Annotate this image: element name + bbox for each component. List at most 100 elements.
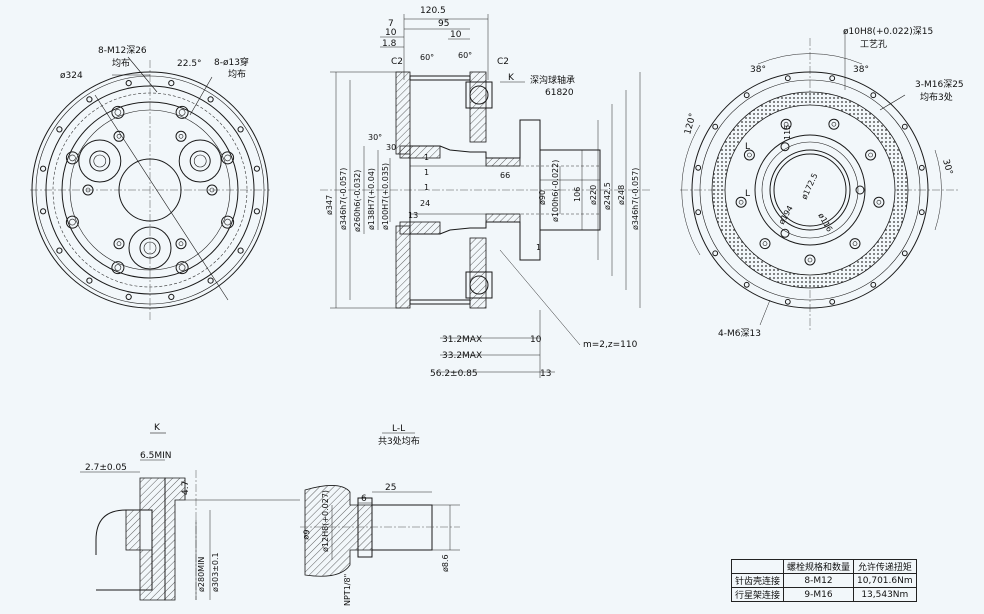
table-row: 行星架连接 9-M16 13,543Nm [730,587,917,602]
dim-66: 66 [500,171,510,180]
carrier-hole [82,184,94,196]
bolt-hole-m12-inner [224,218,231,226]
outer-flange-circle [31,71,269,309]
dim-10-a: 10 [385,28,397,38]
carrier-hole-inner [85,187,91,193]
dim-115: 115 [783,125,792,140]
angle-60-right: 60° [458,51,472,60]
dim-2-7: 2.7±0.05 [85,463,127,473]
rear-m16-hole-inner [783,121,789,127]
pin-hole-label: ø10H8(+0.022)深15 [843,26,933,37]
rear-m16-hole-inner [852,241,858,246]
m16-note: 均布3处 [920,91,953,103]
dim-1-right: 1 [536,243,541,252]
angle-30: 30° [368,133,382,142]
carrier-hole-inner [116,241,122,246]
carrier-hole [113,130,125,142]
bolt-hole [237,126,244,133]
bolt-hole [253,165,260,172]
rear-bolt-hole [695,164,702,171]
rear-bolt-hole [695,209,702,216]
bolt-hole-m12 [175,105,189,119]
bolt-spec-table: 螺栓规格和数量 允许传递扭矩 针齿壳连接 8-M12 10,701.6Nm 行星… [730,559,917,602]
rear-m16-hole [743,149,755,161]
planet-gear [178,139,222,183]
dia-248: ø248 [617,185,626,205]
rear-bolt-hole [901,250,908,257]
outer-dia-label: ø324 [60,71,83,81]
bolt-hole-m12-inner [178,109,186,116]
bolt-hole [56,126,63,133]
rear-pin-hole [780,142,790,152]
bolt-hole-m12 [221,215,235,229]
dim-56-2: 56.2±0.85 [430,369,478,379]
rear-bolt-hole [870,281,877,288]
bolt-hole-m12 [111,105,125,119]
detail-l-l: L-L 共3处均布 25 6 ø9 ø12H8(+0.027) NPT1/8" … [300,424,460,606]
table-cell: 8-M12 [783,573,855,588]
bolt-hole-m12-inner [69,154,76,162]
m6-label: 4-M6深13 [718,328,761,339]
dim-31-2: 31.2MAX [442,335,482,345]
dim-25: 25 [385,483,396,493]
bolt-hole [86,96,93,103]
detail-l-title: L-L [392,424,405,434]
rear-m16-hole [849,238,861,250]
table-cell: 行星架连接 [730,587,785,602]
section-mark-l1: L [745,142,750,152]
bearing-model: 61820 [545,88,574,98]
holes-13-note: 均布 [228,68,246,80]
bolt-hole-m12 [111,261,125,275]
bolt-hole [56,247,63,254]
dia-280: ø280MIN [197,557,206,592]
bolts-m12-note: 均布 [112,57,130,69]
table-header [730,559,785,574]
m16-label: 3-M16深25 [915,79,964,90]
angle-30-rear: 30° [940,158,954,176]
bolt-hole [40,165,47,172]
dia-12h8: ø12H8(+0.027) [321,490,330,552]
planet-bore [189,150,211,172]
dia-242-5: ø242.5 [603,182,612,210]
chamfer-left: C2 [391,57,403,67]
dim-95: 95 [438,19,449,29]
carrier-hole [175,130,187,142]
planet-gears [78,130,222,270]
bolt-hole-m12-inner [114,109,122,116]
outer-bolt-holes [40,80,260,300]
rear-m16-hole [804,254,816,266]
bolt-hole [237,247,244,254]
gear-note: m=2,z=110 [583,340,638,350]
rear-m16-hole [828,118,840,130]
carrier-hole [113,238,125,250]
rear-bolt-hole [829,298,836,305]
rear-m16-hole-inner [738,199,744,205]
table-cell: 13,543Nm [853,587,917,602]
dia-90: ø90 [538,190,547,205]
carrier-hole [206,184,218,196]
bolt-hole-m12-inner [178,264,186,271]
section-mark-k: K [508,73,515,83]
bearing-ball [469,85,489,105]
dim-6-detail: 6 [361,494,367,504]
detail-l-subtitle: 共3处均布 [378,435,420,447]
planet-pin [193,154,207,168]
table-header-row: 螺栓规格和数量 允许传递扭矩 [730,559,917,574]
rear-bolt-hole [901,123,908,130]
planet-pin [93,154,107,168]
rear-bolt-hole [870,92,877,99]
dim-7: 7 [388,19,394,29]
bolt-hole [86,277,93,284]
table-cell: 9-M16 [783,587,855,602]
section-view: 120.5 95 7 10 10 1.8 C2 C2 60° 60° 30° K… [320,6,650,379]
dia-303: ø303±0.1 [211,552,220,592]
bolt-hole [40,208,47,215]
dim-120-5: 120.5 [420,6,446,16]
dim-6-5: 6.5MIN [140,451,171,461]
dia-346-left: ø346h7(-0.057) [339,168,348,230]
center-bore [118,158,182,222]
rear-bolt-hole [784,75,791,82]
carrier-hole-inner [116,134,122,139]
table-row: 针齿壳连接 8-M12 10,701.6Nm [730,573,917,588]
